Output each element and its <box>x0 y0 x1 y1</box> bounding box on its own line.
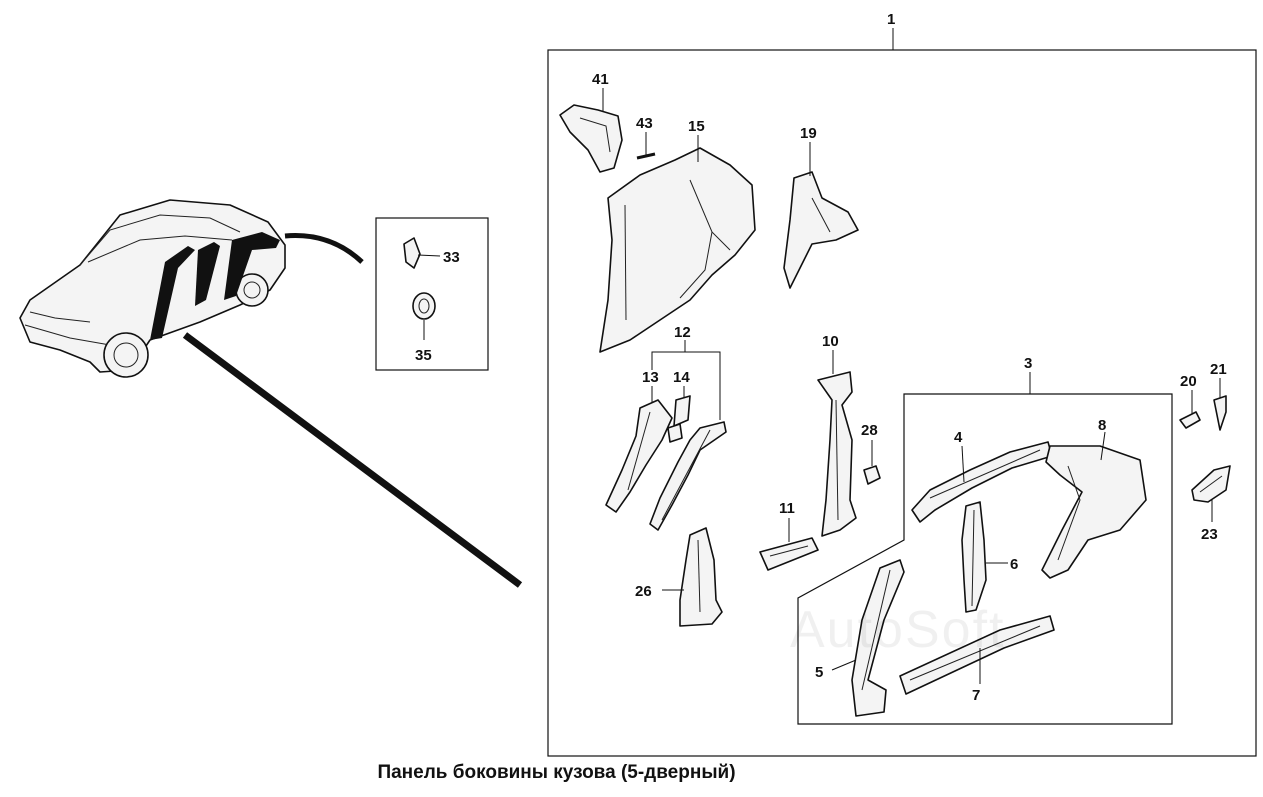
callout-11: 11 <box>779 500 795 517</box>
part-11 <box>759 518 819 571</box>
callout-15: 15 <box>688 118 705 135</box>
callout-28: 28 <box>861 422 878 439</box>
part-6 <box>961 501 1008 613</box>
callout-26: 26 <box>635 583 652 600</box>
part-43 <box>636 132 656 160</box>
part-10 <box>817 350 857 537</box>
part-21 <box>1213 378 1227 431</box>
main-assembly-frame <box>547 49 1257 757</box>
part-13 <box>605 399 673 513</box>
callout-14: 14 <box>673 369 690 386</box>
callout-19: 19 <box>800 125 817 142</box>
part-19 <box>783 142 859 289</box>
part-33 <box>403 237 441 269</box>
bracket-12 <box>651 340 721 420</box>
callout-23: 23 <box>1201 526 1218 543</box>
part-8 <box>1041 431 1147 579</box>
callout-3: 3 <box>1024 355 1032 372</box>
part-7 <box>899 615 1055 695</box>
part-12-pillar <box>649 421 727 531</box>
indicator-strip-upper <box>284 233 364 264</box>
callout-10: 10 <box>822 333 839 350</box>
callout-4: 4 <box>954 429 963 446</box>
callout-13: 13 <box>642 369 659 386</box>
part-14 <box>667 395 691 443</box>
watermark-text: AutoSoft <box>790 601 1006 659</box>
callout-6: 6 <box>1010 556 1018 573</box>
part-28 <box>863 440 881 485</box>
callout-8: 8 <box>1098 417 1106 434</box>
part-23 <box>1191 465 1231 522</box>
part-35 <box>412 292 436 340</box>
detail-box-small <box>375 217 489 371</box>
callout-5: 5 <box>815 664 823 681</box>
callout-7: 7 <box>972 687 980 704</box>
callout-20: 20 <box>1180 373 1197 390</box>
sub-assembly-frame <box>797 393 1173 725</box>
part-26 <box>662 527 723 627</box>
part-4 <box>911 441 1053 523</box>
callout-33: 33 <box>443 249 460 266</box>
indicator-strip-lower <box>182 332 523 588</box>
callout-12: 12 <box>674 324 691 341</box>
car-illustration <box>19 199 286 378</box>
part-5 <box>831 559 905 717</box>
callout-1: 1 <box>887 11 895 28</box>
diagram-caption: Панель боковины кузова (5-дверный) <box>377 762 736 783</box>
callout-43: 43 <box>636 115 653 132</box>
callout-41: 41 <box>592 71 609 88</box>
part-20 <box>1179 390 1201 429</box>
callout-35: 35 <box>415 347 432 364</box>
part-15 <box>599 135 756 353</box>
part-41 <box>559 88 623 173</box>
callout-21: 21 <box>1210 361 1227 378</box>
